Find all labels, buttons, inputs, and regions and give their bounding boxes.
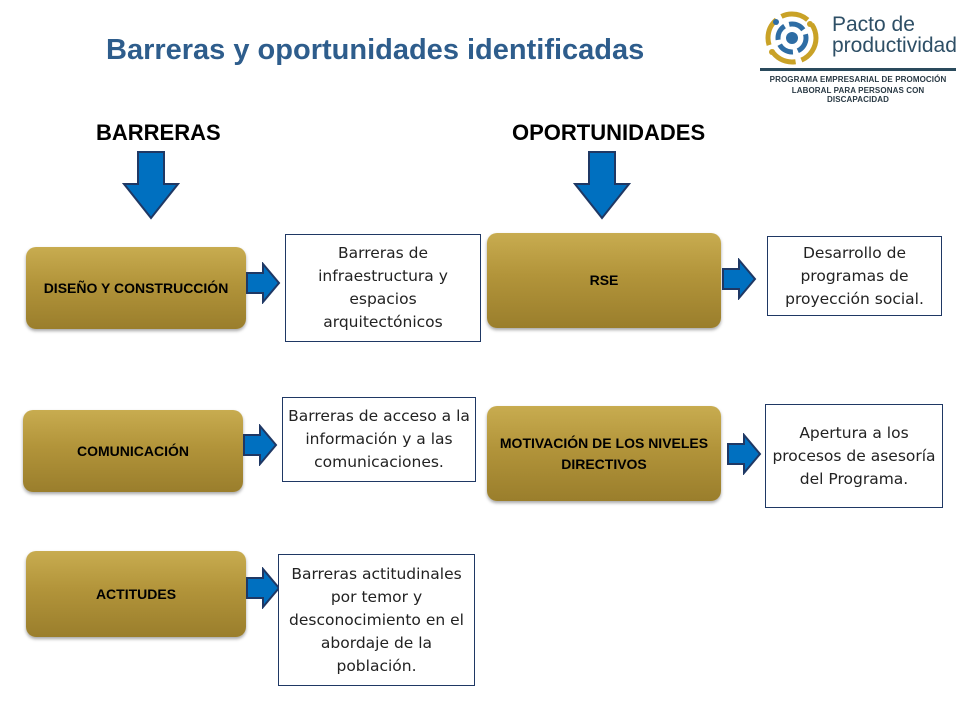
page-title: Barreras y oportunidades identificadas — [106, 34, 645, 66]
barrera-label: DISEÑO Y CONSTRUCCIÓN — [43, 279, 229, 296]
barrera-description: Barreras actitudinales por temor y desco… — [278, 554, 475, 686]
oportunidad-box-motivacion: MOTIVACIÓN DE LOS NIVELES DIRECTIVOS — [487, 406, 721, 501]
heading-barreras: BARRERAS — [96, 120, 221, 145]
right-arrow-icon — [243, 424, 278, 466]
barrera-label: ACTITUDES — [95, 585, 177, 602]
barrera-box-actitudes: ACTITUDES — [26, 551, 246, 637]
barrera-description: Barreras de acceso a la información y a … — [282, 397, 476, 482]
logo-subtitle-2: LABORAL PARA PERSONAS CON DISCAPACIDAD — [791, 86, 925, 104]
barrera-box-diseno: DISEÑO Y CONSTRUCCIÓN — [26, 247, 246, 329]
oportunidad-label: RSE — [589, 272, 619, 288]
heading-oportunidades: OPORTUNIDADES — [512, 120, 706, 145]
logo-ring-icon — [765, 11, 819, 65]
oportunidad-description: Desarrollo de programas de proyección so… — [767, 236, 942, 316]
oportunidad-label: MOTIVACIÓN DE LOS NIVELES DIRECTIVOS — [499, 434, 709, 472]
oportunidad-box-rse: RSE — [487, 233, 721, 328]
down-arrow-icon — [573, 151, 631, 220]
right-arrow-icon — [722, 258, 757, 300]
logo-divider — [760, 68, 956, 71]
barrera-box-comunicacion: COMUNICACIÓN — [23, 410, 243, 492]
oportunidad-description: Apertura a los procesos de asesoría del … — [765, 404, 943, 508]
logo-line-1: Pacto de — [832, 13, 915, 36]
barrera-description: Barreras de infraestructura y espacios a… — [285, 234, 481, 342]
right-arrow-icon — [246, 262, 281, 304]
logo-subtitle-1: PROGRAMA EMPRESARIAL DE PROMOCIÓN — [769, 75, 947, 84]
pacto-logo: Pacto de productividad PROGRAMA EMPRESAR… — [760, 8, 957, 104]
right-arrow-icon — [246, 567, 281, 609]
barrera-label: COMUNICACIÓN — [77, 442, 189, 459]
logo-line-2: productividad — [832, 34, 957, 57]
down-arrow-icon — [122, 151, 180, 220]
right-arrow-icon — [727, 433, 762, 475]
